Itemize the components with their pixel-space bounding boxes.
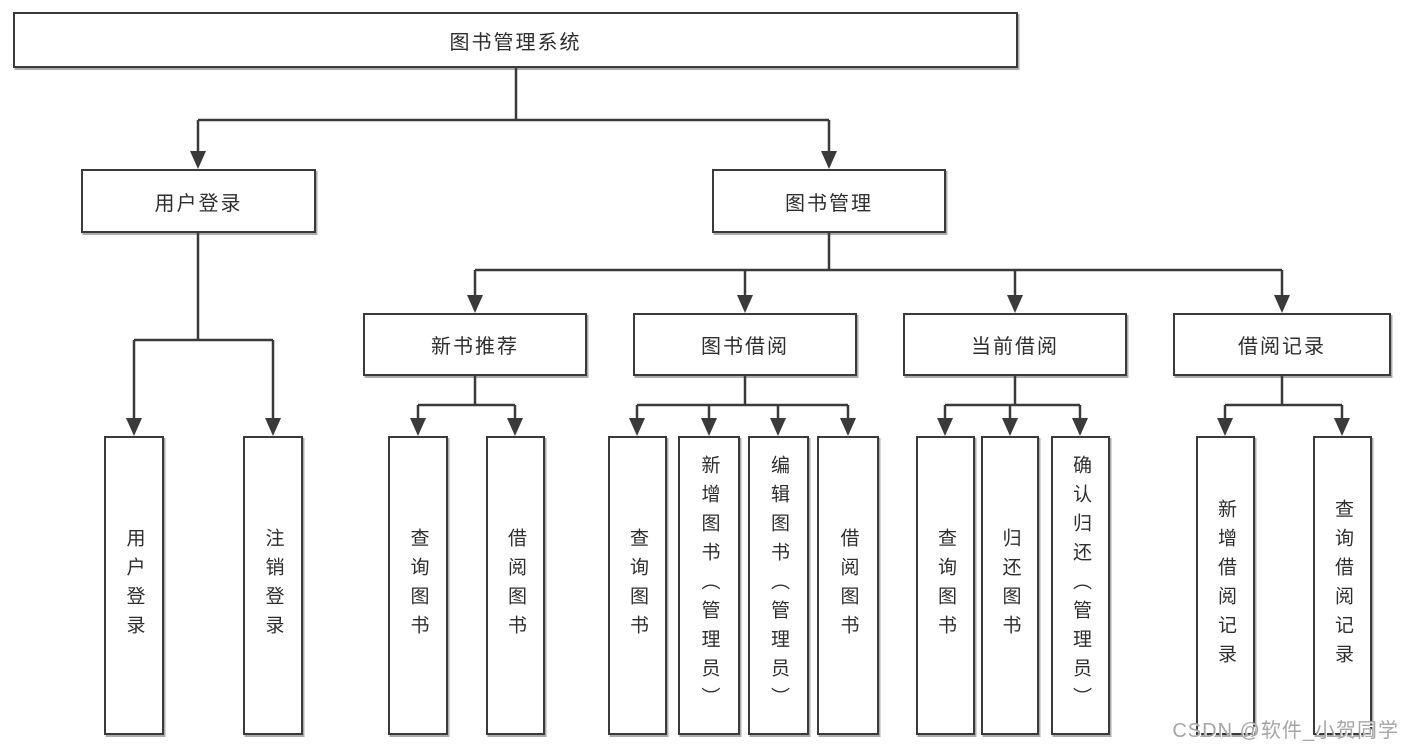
leaf-add-borrow-record: 新增借阅记录 bbox=[1196, 436, 1255, 735]
leaf-query-books-3-label: 查询图书 bbox=[935, 527, 956, 644]
connector-new-book bbox=[416, 376, 517, 419]
leaf-add-borrow-record-label: 新增借阅记录 bbox=[1215, 498, 1236, 673]
leaf-add-books-admin: 新增图书（管理员） bbox=[678, 436, 740, 735]
leaf-return-books: 归还图书 bbox=[981, 436, 1039, 735]
watermark: CSDN @软件_小贺同学 bbox=[1172, 720, 1399, 742]
leaf-logout-label: 注销登录 bbox=[262, 527, 284, 644]
connector-borrow-record bbox=[1223, 376, 1344, 419]
node-current-borrow: 当前借阅 bbox=[903, 313, 1127, 376]
leaf-query-books-3: 查询图书 bbox=[916, 436, 975, 735]
node-user-login: 用户登录 bbox=[81, 169, 316, 233]
leaf-query-borrow-record: 查询借阅记录 bbox=[1313, 436, 1372, 735]
node-root-system: 图书管理系统 bbox=[13, 12, 1018, 68]
leaf-borrow-books-1-label: 借阅图书 bbox=[505, 527, 526, 644]
leaf-edit-books-admin-label: 编辑图书（管理员） bbox=[768, 455, 789, 716]
leaf-user-login: 用户登录 bbox=[104, 436, 164, 735]
leaf-borrow-books-2: 借阅图书 bbox=[817, 436, 879, 735]
leaf-query-books-1-label: 查询图书 bbox=[407, 527, 429, 644]
node-book-management: 图书管理 bbox=[712, 169, 946, 233]
leaf-query-books-2: 查询图书 bbox=[608, 436, 667, 735]
leaf-borrow-books-2-label: 借阅图书 bbox=[837, 527, 859, 644]
leaf-confirm-return-admin-label: 确认归还（管理员） bbox=[1070, 455, 1091, 716]
node-borrow-record: 借阅记录 bbox=[1173, 313, 1391, 376]
node-new-book-recommend-label: 新书推荐 bbox=[431, 336, 519, 358]
node-book-borrow: 图书借阅 bbox=[633, 313, 857, 376]
leaf-return-books-label: 归还图书 bbox=[999, 527, 1021, 644]
node-new-book-recommend: 新书推荐 bbox=[363, 313, 587, 376]
connector-user-login bbox=[132, 233, 275, 419]
node-user-login-label: 用户登录 bbox=[154, 192, 243, 215]
arrowheads bbox=[126, 151, 1350, 436]
connector-root bbox=[196, 68, 831, 152]
connector-book-management bbox=[473, 233, 1284, 296]
connector-current-borrow bbox=[943, 376, 1082, 419]
leaf-query-books-1: 查询图书 bbox=[388, 436, 448, 735]
leaf-query-books-2-label: 查询图书 bbox=[627, 527, 648, 644]
node-book-borrow-label: 图书借阅 bbox=[701, 336, 789, 358]
node-root-system-label: 图书管理系统 bbox=[449, 31, 582, 54]
leaf-logout: 注销登录 bbox=[243, 436, 303, 735]
leaf-query-borrow-record-label: 查询借阅记录 bbox=[1332, 498, 1353, 673]
connector-book-borrow bbox=[635, 376, 850, 419]
node-current-borrow-label: 当前借阅 bbox=[971, 336, 1059, 358]
leaf-add-books-admin-label: 新增图书（管理员） bbox=[698, 455, 720, 716]
node-book-management-label: 图书管理 bbox=[785, 192, 873, 215]
leaf-borrow-books-1: 借阅图书 bbox=[486, 436, 545, 735]
leaf-confirm-return-admin: 确认归还（管理员） bbox=[1051, 436, 1110, 735]
leaf-edit-books-admin: 编辑图书（管理员） bbox=[748, 436, 809, 735]
node-borrow-record-label: 借阅记录 bbox=[1238, 336, 1326, 358]
leaf-user-login-label: 用户登录 bbox=[123, 527, 145, 644]
